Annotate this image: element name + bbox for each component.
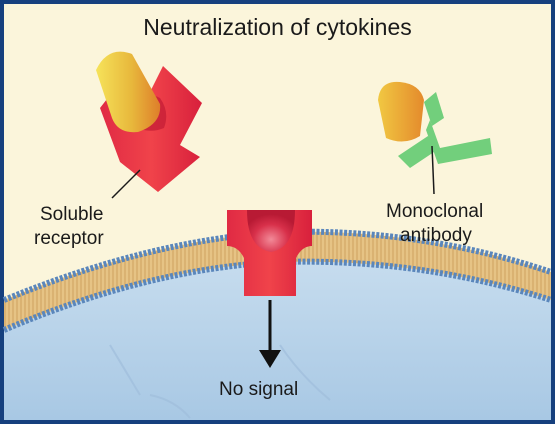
antibody-label-line2: antibody xyxy=(400,225,472,246)
diagram-title: Neutralization of cytokines xyxy=(143,14,412,40)
antibody-label-line1: Monoclonal xyxy=(386,201,484,222)
empty-membrane-receptor-icon xyxy=(227,210,312,296)
antibody-arm-left xyxy=(424,92,444,126)
antibody-bound-cytokine xyxy=(378,81,424,142)
bound-cytokine xyxy=(96,51,161,133)
down-arrow-icon xyxy=(259,300,281,368)
receptor-cytokine-complex-icon xyxy=(96,51,202,192)
cell-cytoplasm xyxy=(4,261,551,420)
no-signal-label: No signal xyxy=(219,379,299,400)
antibody-leader-line xyxy=(431,145,435,195)
membrane-receptor-pocket xyxy=(247,210,295,252)
cytoplasm-texture xyxy=(109,344,331,419)
soluble-receptor-label-line2: receptor xyxy=(34,228,104,249)
antibody-cytokine-complex-icon xyxy=(378,81,492,168)
soluble-receptor-label-line1: Soluble xyxy=(40,204,104,225)
antibody-stem xyxy=(398,136,440,168)
antibody-arm-right xyxy=(426,120,492,164)
soluble-receptor-leader-line xyxy=(111,169,141,199)
